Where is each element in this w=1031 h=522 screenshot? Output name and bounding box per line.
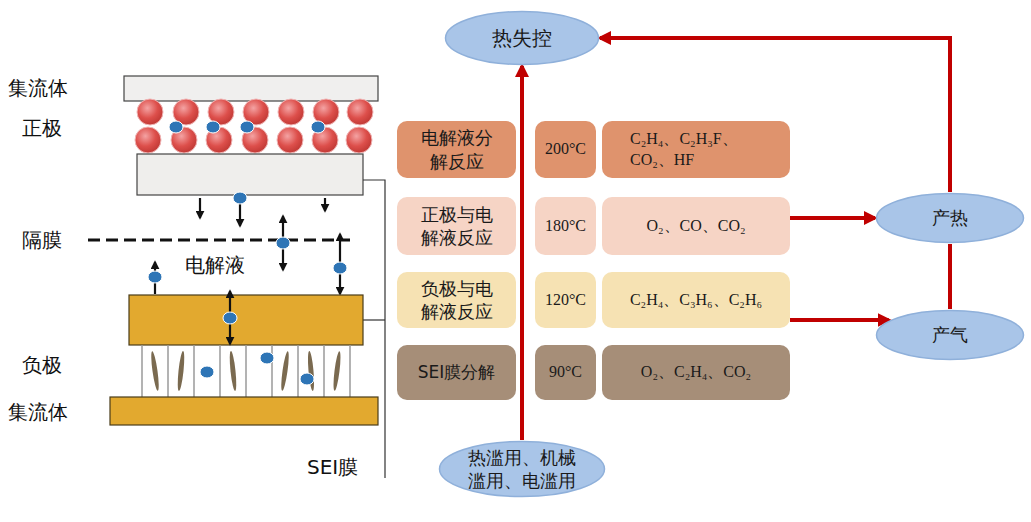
node-text: 90°C [549, 362, 582, 383]
flow-arrow [790, 318, 889, 322]
anode-posts [142, 345, 350, 397]
reaction-box: 负极与电解液反应 [397, 272, 516, 328]
thermal-runaway-ellipse: 热失控 [444, 10, 600, 66]
cathode-particle [347, 99, 373, 125]
node-text: 电解液分解反应 [417, 126, 496, 173]
node-text: C₂H₄、C₃H₆、C₂H₆ [630, 290, 762, 311]
node-text: SEI膜分解 [418, 361, 496, 383]
ellipse-shape [440, 442, 605, 497]
temperature-box: 200°C [535, 121, 596, 178]
ion-arrows [155, 198, 340, 294]
reaction-box: 电解液分解反应 [397, 121, 516, 178]
effect-ellipse: 产热 [875, 192, 1025, 244]
part-label: SEI膜 [307, 455, 358, 479]
cathode-layer [137, 154, 363, 195]
cathode-particle [346, 127, 372, 153]
anode-post [297, 345, 299, 397]
anode-post [193, 345, 195, 397]
lithium-ion [260, 352, 274, 364]
cathode-particle [278, 99, 304, 125]
lithium-ion [233, 192, 247, 204]
graphite-flakes [150, 351, 342, 391]
current-collector [124, 76, 378, 101]
ion-arrow [199, 198, 201, 218]
reaction-box: SEI膜分解 [397, 345, 516, 400]
anode-post [219, 345, 221, 397]
anode-post [245, 345, 247, 397]
effect-ellipse: 产气 [875, 309, 1025, 361]
lithium-ion [148, 271, 162, 283]
lithium-ion [300, 373, 314, 385]
gas-box: C₂H₄、C₃H₆、C₂H₆ [602, 272, 790, 328]
node-text: C₂H₄、C₂H₃F、 CO₂、HF [630, 129, 762, 171]
part-label: 正极 [22, 116, 62, 140]
lithium-ion [240, 121, 254, 133]
temperature-box: 120°C [535, 272, 596, 328]
gas-box: O₂、C₂H₄、CO₂ [602, 345, 790, 400]
node-text: 120°C [545, 290, 586, 311]
anode-post [323, 345, 325, 397]
cathode-particles [135, 99, 373, 153]
anode-post [141, 345, 143, 397]
separator [88, 239, 350, 242]
cathode-particle [277, 127, 303, 153]
graphite-flake [280, 351, 291, 391]
node-text: 正极与电解液反应 [417, 203, 496, 250]
lithium-ion [206, 121, 220, 133]
lithium-ion [333, 262, 347, 274]
flow-arrow [520, 66, 524, 440]
current-collector [110, 397, 378, 425]
lithium-ion [311, 121, 325, 133]
lithium-ion [223, 312, 237, 324]
anode-post [349, 345, 351, 397]
flow-arrow [790, 216, 875, 220]
node-text: 负极与电解液反应 [417, 277, 496, 324]
lithium-ion [276, 237, 290, 249]
flow-arrow [600, 38, 950, 192]
graphite-flake [176, 351, 185, 391]
temperature-box: 180°C [535, 197, 596, 255]
node-text: 产热 [932, 206, 968, 229]
node-text: 热滥用、机械 滥用、电滥用 [462, 446, 582, 493]
cathode-particle [135, 127, 161, 153]
node-text: O₂、CO、CO₂ [646, 216, 745, 237]
node-text: 180°C [545, 216, 586, 237]
part-label: 电解液 [185, 253, 245, 277]
node-text: 200°C [545, 139, 586, 160]
lithium-ion [200, 366, 214, 378]
node-text: 产气 [932, 323, 968, 346]
sei-layer [129, 295, 363, 345]
graphite-flake [332, 351, 342, 391]
graphite-flake [228, 351, 237, 391]
node-text: O₂、C₂H₄、CO₂ [641, 362, 751, 383]
gas-box: O₂、CO、CO₂ [602, 197, 790, 255]
part-label: 负极 [22, 353, 62, 377]
ellipse-shape [877, 311, 1024, 360]
cause-ellipse: 热滥用、机械 滥用、电滥用 [438, 440, 606, 498]
reaction-box: 正极与电解液反应 [397, 197, 516, 255]
part-label: 集流体 [8, 400, 68, 424]
anode-post [167, 345, 169, 397]
node-text: 热失控 [492, 25, 552, 51]
ellipse-shape [877, 194, 1024, 243]
temperature-box: 90°C [535, 345, 596, 400]
leader-line [363, 319, 385, 320]
graphite-flake [150, 351, 161, 391]
lithium-ion [169, 121, 183, 133]
part-label: 集流体 [8, 76, 68, 100]
leader-line [363, 180, 385, 478]
gas-box: C₂H₄、C₂H₃F、 CO₂、HF [602, 121, 790, 178]
lithium-ions [148, 192, 347, 385]
ion-arrow [324, 198, 326, 211]
cathode-particle [137, 99, 163, 125]
part-label: 隔膜 [22, 228, 62, 252]
flow-arrow [948, 244, 952, 309]
ellipse-shape [446, 12, 599, 65]
lithium-ions [169, 121, 325, 133]
